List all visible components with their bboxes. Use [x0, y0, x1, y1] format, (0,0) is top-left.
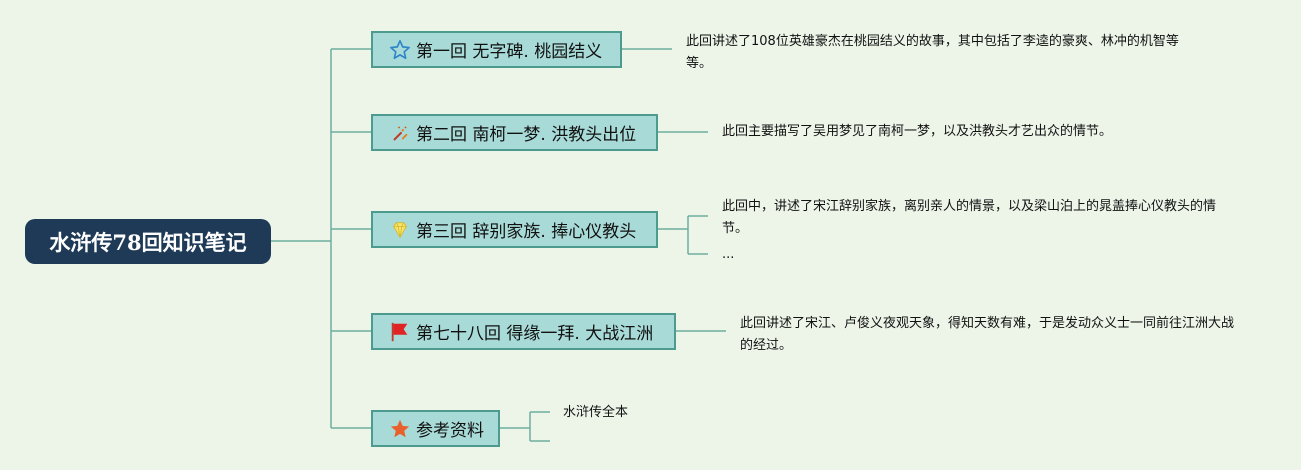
central-topic[interactable]: 水浒传78回知识笔记 — [25, 219, 271, 264]
red-flag-icon — [389, 321, 411, 343]
central-topic-label: 水浒传78回知识笔记 — [49, 229, 247, 255]
topic-references[interactable]: 参考资料 — [371, 410, 500, 447]
note-chapter-1: 此回讲述了108位英雄豪杰在桃园结义的故事，其中包括了李逵的豪爽、林冲的机智等等… — [686, 34, 1179, 71]
star-filled-icon — [389, 418, 411, 440]
note-chapter-2: 此回主要描写了吴用梦见了南柯一梦，以及洪教头才艺出众的情节。 — [722, 124, 1113, 139]
note-chapter-78: 此回讲述了宋江、卢俊义夜观天象，得知天数有难，于是发动众义士一同前往江洲大战的经… — [740, 316, 1235, 353]
star-outline-icon — [389, 39, 411, 61]
reference-full-text: 水浒传全本 — [563, 405, 629, 420]
topic-label: 第一回 无字碑. 桃园结义 — [416, 42, 603, 62]
topic-chapter-1[interactable]: 第一回 无字碑. 桃园结义 — [371, 31, 622, 68]
topic-chapter-3[interactable]: 第三回 辞别家族. 捧心仪教头 — [371, 211, 658, 248]
topic-label: 参考资料 — [416, 421, 484, 441]
fireworks-icon — [389, 122, 411, 144]
topic-label: 第二回 南柯一梦. 洪教头出位 — [416, 125, 637, 145]
gem-icon — [389, 219, 411, 241]
topic-chapter-78[interactable]: 第七十八回 得缘一拜. 大战江洲 — [371, 313, 676, 350]
topic-label: 第七十八回 得缘一拜. 大战江洲 — [416, 324, 654, 344]
topic-label: 第三回 辞别家族. 捧心仪教头 — [416, 222, 637, 242]
topic-chapter-2[interactable]: 第二回 南柯一梦. 洪教头出位 — [371, 114, 658, 151]
note-chapter-3-ellipsis: ... — [722, 247, 735, 262]
note-chapter-3: 此回中，讲述了宋江辞别家族，离别亲人的情景，以及梁山泊上的晁盖捧心仪教头的情节。 — [722, 199, 1217, 236]
